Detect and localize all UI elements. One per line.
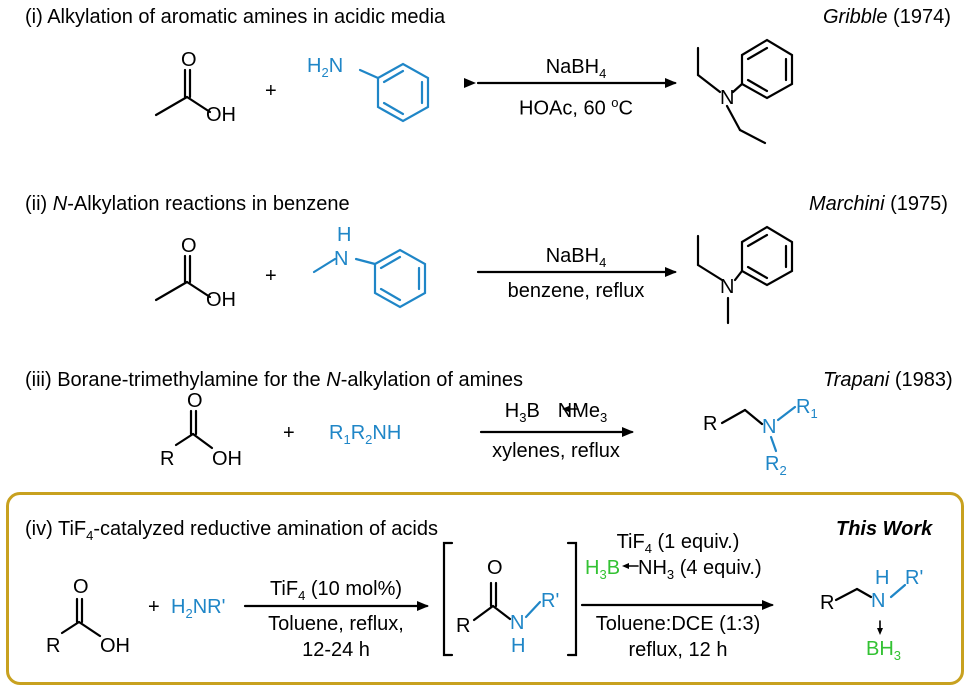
- r-group-label-iii: R: [160, 448, 175, 470]
- reagent-above-arrow-iv-2-line1: TiF4 (1 equiv.): [616, 531, 740, 556]
- conditions-below-arrow-iv-2-line1: Toluene:DCE (1:3): [595, 613, 761, 635]
- section-iii-header: (iii) Borane-trimethylamine for the N-al…: [25, 369, 523, 391]
- bracket-right: [566, 541, 578, 657]
- amide-nitrogen-label: N: [510, 612, 525, 634]
- aniline-structure: [358, 62, 430, 123]
- carbonyl-oxygen-label-iii: O: [187, 390, 203, 412]
- product-nitrogen-label-iii: N: [762, 416, 777, 438]
- product-borane-label: BH3: [866, 638, 902, 663]
- aniline-amine-label: H2N: [307, 55, 344, 80]
- amide-r-label: R: [456, 615, 471, 637]
- reagent-above-arrow-i: NaBH4: [545, 56, 607, 81]
- acetic-acid-structure-i: [154, 68, 212, 117]
- plus-sign-ii: +: [265, 265, 277, 287]
- primary-amine-label: H2NR': [171, 596, 226, 621]
- plus-sign-iv: +: [148, 596, 160, 618]
- plus-sign-iii: +: [283, 422, 295, 444]
- hydroxyl-label-iii: OH: [212, 448, 242, 470]
- product-structure-i: [696, 38, 794, 145]
- this-work-badge: This Work: [836, 518, 933, 540]
- this-work-highlight-box: [6, 492, 964, 685]
- product-r-label-iii: R: [703, 413, 718, 435]
- conditions-below-arrow-iv-1-line1: Toluene, reflux,: [268, 613, 404, 635]
- r-group-label-iv: R: [46, 635, 61, 657]
- hydroxyl-label-ii: OH: [206, 289, 236, 311]
- product-r-prime-label-iv: R': [905, 567, 924, 589]
- section-ii-header: (ii) N-Alkylation reactions in benzene: [25, 193, 350, 215]
- n-methylaniline-n-label: N: [334, 248, 349, 270]
- product-h-label-iv: H: [875, 567, 890, 589]
- product-structure-iii: [720, 408, 764, 426]
- conditions-below-arrow-iv-1-line2: 12-24 h: [302, 639, 370, 661]
- section-i-reference: Gribble (1974): [823, 6, 951, 28]
- amide-h-label: H: [511, 635, 526, 657]
- amine-borane-product-structure: [834, 587, 873, 602]
- amide-intermediate-structure: [472, 581, 512, 622]
- carboxylic-acid-structure-iii: [174, 409, 214, 450]
- catalyst-above-arrow-iv-1: TiF4 (10 mol%): [269, 578, 403, 603]
- product-r-label-iv: R: [820, 592, 835, 614]
- conditions-below-arrow-i: HOAc, 60 oC: [519, 95, 633, 120]
- section-i-header: (i) Alkylation of aromatic amines in aci…: [25, 6, 446, 28]
- section-iii-reference: Trapani (1983): [823, 369, 953, 391]
- carboxylic-acid-structure-iv: [60, 597, 102, 638]
- reagent-above-arrow-ii: NaBH4: [545, 245, 607, 270]
- hydroxyl-label-iv: OH: [100, 635, 130, 657]
- n-methylaniline-structure: [312, 248, 427, 309]
- amide-r-prime-label: R': [541, 590, 560, 612]
- product-nitrogen-label-ii: N: [720, 276, 735, 298]
- product-nitrogen-label-iv: N: [871, 590, 886, 612]
- section-ii-reference: Marchini (1975): [809, 193, 948, 215]
- product-nitrogen-label-i: N: [720, 87, 735, 109]
- conditions-below-arrow-iv-2-line2: reflux, 12 h: [628, 639, 728, 661]
- plus-sign-i: +: [265, 80, 277, 102]
- conditions-below-arrow-iii: xylenes, reflux: [492, 440, 620, 462]
- product-r2-label: R2: [765, 453, 787, 478]
- acetic-acid-structure-ii: [154, 254, 212, 302]
- secondary-amine-label: R1R2NH: [329, 422, 402, 447]
- conditions-below-arrow-ii: benzene, reflux: [507, 280, 645, 302]
- hydroxyl-label-i: OH: [206, 104, 236, 126]
- product-r1-label: R1: [796, 396, 818, 421]
- amide-oxygen-label: O: [487, 557, 503, 579]
- n-methylaniline-h-label: H: [337, 224, 352, 246]
- bracket-left: [442, 541, 454, 657]
- section-iv-header: (iv) TiF4-catalyzed reductive amination …: [25, 518, 438, 543]
- carbonyl-oxygen-label-ii: O: [181, 235, 197, 257]
- product-structure-ii: [696, 225, 794, 325]
- carbonyl-oxygen-label-i: O: [181, 49, 197, 71]
- carbonyl-oxygen-label-iv: O: [73, 576, 89, 598]
